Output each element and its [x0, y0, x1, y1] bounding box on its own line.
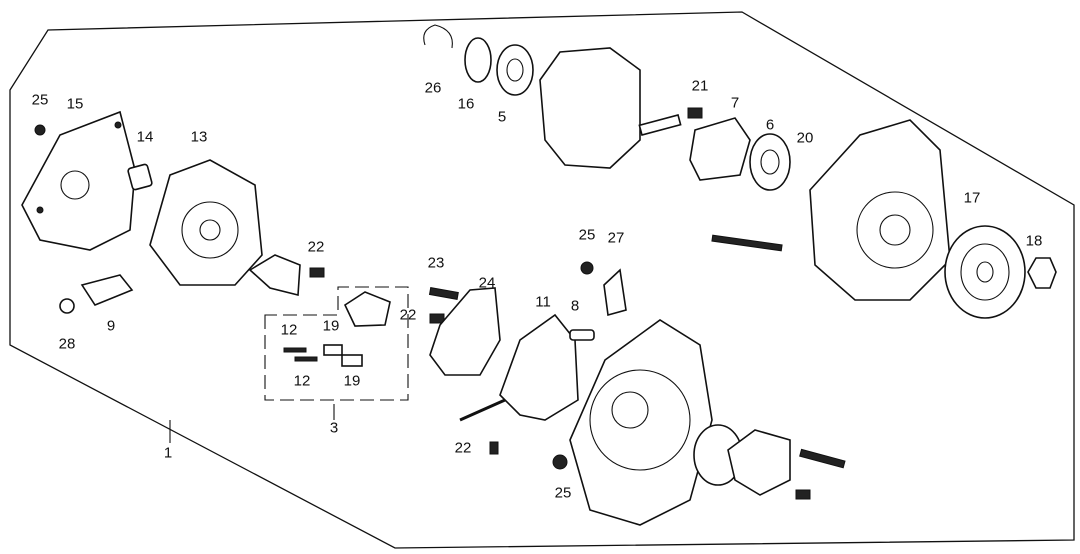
callout-25: 25 [31, 91, 49, 109]
bracket-part-27 [603, 268, 627, 317]
nut-25-a [34, 124, 46, 136]
end-frame-part-13 [149, 159, 263, 286]
callout-1: 1 [163, 444, 173, 462]
callout-20: 20 [796, 129, 814, 147]
nut-25-c [552, 454, 568, 470]
callout-22: 22 [399, 306, 417, 324]
callout-22: 22 [307, 238, 325, 256]
callout-6: 6 [765, 116, 775, 134]
kit-box-part-3 [264, 286, 409, 401]
callout-12: 12 [280, 321, 298, 339]
callout-22: 22 [454, 439, 472, 457]
rectifier-part-11 [499, 313, 579, 421]
pulley-part-17 [944, 225, 1026, 319]
terminal-part-9 [80, 274, 134, 306]
rear-cover-part-15 [21, 110, 136, 251]
screw-part-21 [687, 107, 703, 119]
spring-part-12-a [283, 347, 307, 353]
small-screw [795, 489, 811, 500]
drive-end-frame [569, 319, 713, 526]
callout-16: 16 [457, 95, 475, 113]
callout-11: 11 [535, 293, 551, 311]
callout-12: 12 [293, 372, 311, 390]
assembly-outline [9, 11, 1075, 549]
regulator-part-24 [429, 287, 501, 376]
bolt-part-23 [428, 287, 459, 300]
callout-26: 26 [424, 79, 442, 97]
screw-22-b [429, 313, 445, 324]
callout-7: 7 [730, 94, 740, 112]
nut-part-18 [1027, 257, 1057, 289]
brush-part-19-a [323, 344, 343, 356]
callout-18: 18 [1025, 232, 1043, 250]
callout-15: 15 [66, 95, 84, 113]
screw-22-a [309, 267, 325, 278]
screw-22-c [489, 441, 499, 455]
nut-part-28 [59, 298, 75, 314]
callout-5: 5 [497, 108, 507, 126]
callout-8: 8 [570, 297, 580, 315]
callout-24: 24 [478, 274, 496, 292]
spacer-part-14 [127, 163, 153, 191]
brush-part-19-b [341, 354, 363, 367]
clip-part-26 [423, 24, 453, 49]
holder-part [248, 254, 301, 297]
insulator-part-8 [569, 329, 595, 341]
through-bolt [799, 448, 846, 469]
callout-19: 19 [343, 372, 361, 390]
callout-14: 14 [136, 128, 154, 146]
callout-17: 17 [963, 189, 981, 207]
bearing-part-6 [749, 133, 791, 191]
washer-part-16 [464, 37, 492, 83]
callout-25: 25 [578, 226, 596, 244]
callout-23: 23 [427, 254, 445, 272]
bearing-retainer [727, 429, 791, 496]
callout-27: 27 [607, 229, 625, 247]
nut-25-b [580, 261, 594, 275]
callout-21: 21 [691, 77, 709, 95]
callout-19: 19 [322, 317, 340, 335]
rotor-assembly [539, 47, 682, 169]
stud-part-20 [711, 234, 783, 252]
brush-holder-part [343, 291, 391, 327]
stator-housing [809, 119, 951, 301]
callout-13: 13 [190, 128, 208, 146]
plate-part-7 [689, 117, 751, 181]
spring-part-12-b [294, 356, 318, 362]
callout-25: 25 [554, 484, 572, 502]
callout-9: 9 [106, 317, 116, 335]
bearing-part-5 [496, 44, 534, 96]
callout-28: 28 [58, 335, 76, 353]
callout-3: 3 [329, 419, 339, 437]
